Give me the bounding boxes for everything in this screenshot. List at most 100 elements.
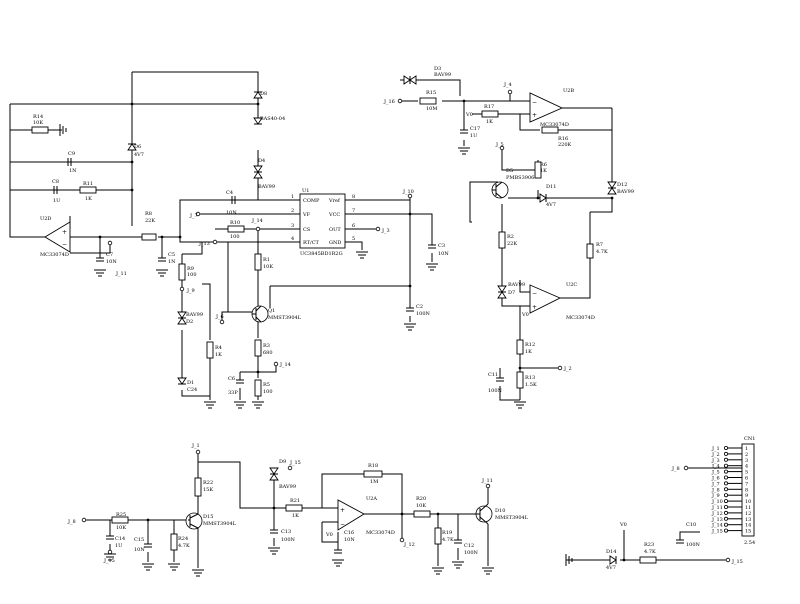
resistor-r9[interactable]: R9 100 <box>178 263 197 281</box>
transistor-d5[interactable]: D5 PMBS3906 <box>491 168 534 199</box>
net-j8b-terminal[interactable] <box>683 465 689 471</box>
net-j11-terminal[interactable] <box>107 240 113 246</box>
net-j9-terminal[interactable] <box>179 286 185 292</box>
resistor-r24[interactable]: R24 4.7K <box>170 533 190 551</box>
r21-val: 1K <box>292 513 299 519</box>
resistor-r10[interactable]: R10 100 <box>227 220 245 240</box>
cn1-pin-terminal[interactable] <box>724 475 729 480</box>
resistor-r11[interactable]: R11 1K <box>79 181 97 202</box>
r18-ref: R18 <box>368 463 378 469</box>
d12-val: BAV99 <box>617 189 634 195</box>
resistor-r16[interactable]: R16 220K <box>541 126 572 148</box>
d4-ref: D4 <box>258 158 265 164</box>
diode-d6[interactable]: D6 4V7 <box>127 143 144 158</box>
resistor-r25[interactable]: R25 10K <box>111 512 129 531</box>
cn1-pin-terminal[interactable] <box>724 504 729 509</box>
net-j14b-terminal[interactable] <box>273 361 279 367</box>
diode-d9[interactable]: D9 BAV99 <box>269 459 296 490</box>
svg-text:+: + <box>532 112 537 119</box>
net-j15a-terminal[interactable] <box>287 465 293 471</box>
net-j5-terminal[interactable] <box>499 145 505 151</box>
u1-pin6-name: OUT <box>329 227 341 233</box>
c7-ref: C7 <box>106 252 113 258</box>
net-j13-terminal[interactable] <box>212 239 218 245</box>
ground-symbols <box>59 124 573 577</box>
cn1-pin-terminal[interactable] <box>724 451 729 456</box>
diode-d11[interactable]: D11 4V7 <box>539 184 556 208</box>
opamp-u2b[interactable]: − + U2B MC33074D <box>529 88 574 128</box>
cn1-pin-terminal[interactable] <box>724 499 729 504</box>
cn1-pin-terminal[interactable] <box>724 487 729 492</box>
resistor-r7[interactable]: R7 4.7K <box>586 242 608 259</box>
resistor-r4[interactable]: R4 1K <box>206 341 222 359</box>
c9-ref: C9 <box>68 151 75 157</box>
resistor-r21[interactable]: R21 1K <box>285 498 303 519</box>
net-j3-terminal[interactable] <box>375 226 381 232</box>
net-j2-terminal[interactable] <box>557 365 563 371</box>
u1-pin5: 5 <box>352 236 355 242</box>
transistor-q1[interactable]: Q1 MMST3904L <box>251 305 302 323</box>
cn1-pin-terminal[interactable] <box>724 493 729 498</box>
diode-d8[interactable]: D8 BAS40-04 <box>253 91 285 125</box>
net-j15b-terminal[interactable] <box>107 549 113 555</box>
connector-cn1[interactable]: CN1 2.54 1J_12J_23J_34J_45J_56J_67J_78J_… <box>711 436 755 546</box>
cn1-pin-terminal[interactable] <box>724 528 729 533</box>
resistor-r12[interactable]: R12 1K <box>516 339 535 355</box>
transistor-d10[interactable]: D10 MMST3904L <box>474 503 529 525</box>
cn1-pin-terminal[interactable] <box>724 510 729 515</box>
resistor-r20[interactable]: R20 10K <box>413 496 431 518</box>
diode-d3[interactable]: D3 BAV99 <box>403 66 451 85</box>
u1-pin2-name: VF <box>302 212 311 218</box>
resistor-r8[interactable]: R8 22K <box>141 211 157 241</box>
resistor-r17[interactable]: R17 1K <box>481 104 499 125</box>
net-j10-terminal[interactable] <box>407 193 413 199</box>
resistor-r2[interactable]: R2 22K <box>498 231 517 249</box>
d10-ref: D10 <box>495 508 505 514</box>
net-j12-terminal[interactable] <box>399 537 405 543</box>
cn1-pin-terminal[interactable] <box>724 481 729 486</box>
net-j4-terminal[interactable] <box>507 89 513 95</box>
transistor-d15[interactable]: D15 MMST3904L <box>185 512 237 530</box>
c9-val: 1N <box>69 168 77 174</box>
resistor-r3[interactable]: R3 680 <box>254 339 273 357</box>
opamp-u2c[interactable]: − + U2C MC33074D <box>529 282 595 321</box>
net-j11: J_11 <box>115 271 127 277</box>
c17-ref: C17 <box>470 126 480 132</box>
net-j16-terminal[interactable] <box>397 98 403 104</box>
net-j10: J_10 <box>402 189 414 195</box>
opamp-u2d[interactable]: + − U2D MC33074D <box>40 216 71 258</box>
cn1-pin-terminal[interactable] <box>724 469 729 474</box>
resistor-r19[interactable]: R19 4.7K <box>434 527 454 545</box>
net-j14-terminal[interactable] <box>255 226 261 232</box>
resistor-r22[interactable]: R22 15K <box>194 477 213 497</box>
net-j15c-terminal[interactable] <box>725 557 731 563</box>
cn1-pin-terminal[interactable] <box>724 445 729 450</box>
cn1-pin-terminal[interactable] <box>724 457 729 462</box>
diode-d12[interactable]: D12 BAV99 <box>607 181 634 195</box>
cn1-pin-terminal[interactable] <box>724 463 729 468</box>
opamp-u2a[interactable]: + − U2A MC33074D <box>337 496 395 536</box>
net-j16: J_16 <box>383 99 395 105</box>
cn1-pin-terminal[interactable] <box>724 516 729 521</box>
resistor-r14[interactable]: R14 10K <box>31 114 49 134</box>
diode-d2[interactable]: D2 BAV99 <box>177 311 203 325</box>
net-j1-terminal[interactable] <box>195 449 201 455</box>
resistor-r15[interactable]: R15 10M <box>419 90 437 112</box>
ic-u1[interactable]: U1 UC3845BD1R2G 1 2 3 4 COMP VF CS RT/CT… <box>290 188 355 257</box>
diode-d14[interactable]: D14 4V7 <box>606 549 617 571</box>
resistor-r23[interactable]: R23 4.7K <box>639 542 657 564</box>
net-j6-terminal[interactable] <box>219 319 225 325</box>
diode-d1[interactable]: D1 C24 <box>177 377 197 393</box>
diode-d4[interactable]: D4 BAV99 <box>253 158 275 190</box>
d8-ref: D8 <box>260 91 267 97</box>
net-j7-terminal[interactable] <box>195 211 201 217</box>
cn1-pin-terminal[interactable] <box>724 522 729 527</box>
diode-d7[interactable]: BAV99 D7 <box>497 282 525 299</box>
resistor-r1[interactable]: R1 10K <box>254 253 273 271</box>
net-j8-terminal[interactable] <box>81 517 87 523</box>
net-j11b-terminal[interactable] <box>485 483 491 489</box>
resistor-r18[interactable]: R18 1M <box>363 463 383 485</box>
resistor-r6[interactable]: R6 1K <box>534 161 547 179</box>
resistor-r13[interactable]: R13 1.5K <box>516 371 537 389</box>
resistor-r5[interactable]: R5 100 <box>254 379 273 397</box>
